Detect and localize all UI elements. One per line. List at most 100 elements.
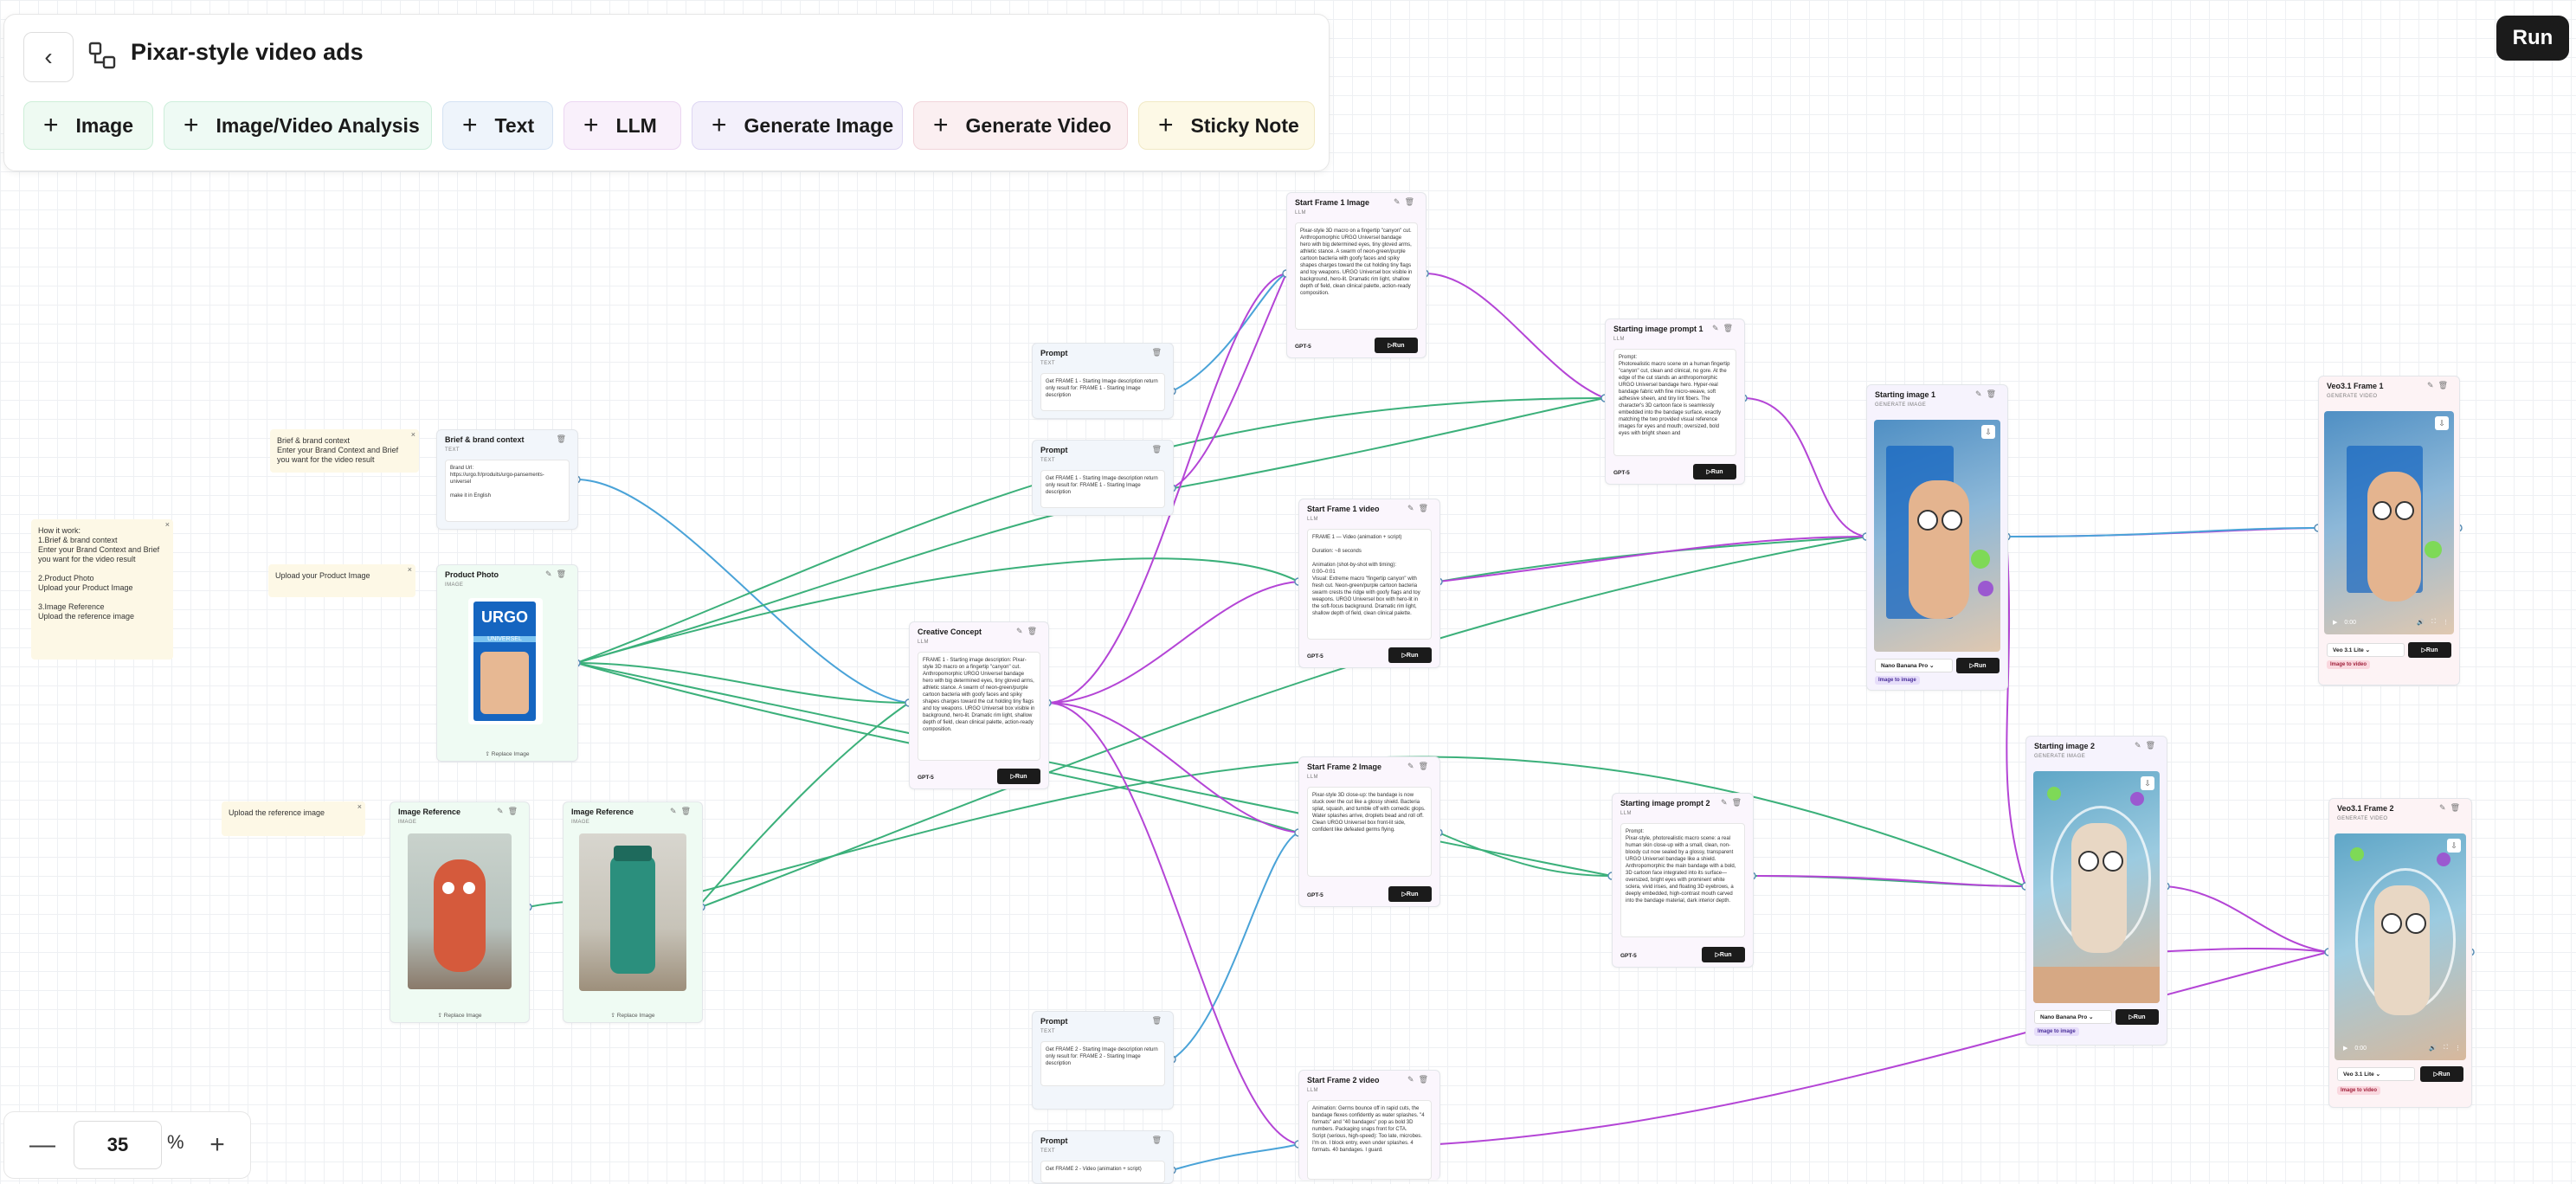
- image-reference-node[interactable]: Image Reference IMAGE ✎🗑 ⇪ Replace Image: [390, 801, 530, 1023]
- node-run-button[interactable]: ▷ Run: [997, 769, 1040, 784]
- video-controls[interactable]: ▶0:00🔊⛶⋮: [2329, 615, 2449, 629]
- node-body[interactable]: Prompt: Photorealistic macro scene on a …: [1613, 349, 1736, 456]
- volume-icon[interactable]: 🔊: [2429, 1046, 2438, 1052]
- veo-frame-2-node[interactable]: Veo3.1 Frame 2 GENERATE VIDEO ✎🗑 ⇩ ▶0:00…: [2328, 798, 2472, 1108]
- node-run-button[interactable]: ▷ Run: [2420, 1066, 2463, 1082]
- product-photo-node[interactable]: Product Photo IMAGE ✎🗑 URGO UNIVERSEL ⇪ …: [436, 564, 578, 762]
- close-icon[interactable]: ×: [164, 520, 170, 529]
- back-button[interactable]: ‹: [23, 32, 74, 82]
- prompt-node[interactable]: Prompt TEXT 🗑 Get FRAME 1 - Starting Ima…: [1032, 343, 1174, 419]
- image-reference-node[interactable]: Image Reference IMAGE ✎🗑 ⇪ Replace Image: [563, 801, 703, 1023]
- node-body[interactable]: Pixar-style 3D macro on a fingertip "can…: [1295, 222, 1418, 330]
- start-frame-2-image-node[interactable]: Start Frame 2 Image LLM ✎🗑 Pixar-style 3…: [1298, 756, 1440, 907]
- edit-delete-icons[interactable]: ✎🗑: [2439, 803, 2464, 812]
- add-generate-video-chip[interactable]: +Generate Video: [913, 101, 1128, 150]
- node-body[interactable]: Animation: Germs bounce off in rapid cut…: [1307, 1100, 1432, 1180]
- save-icon[interactable]: ⇩: [2447, 839, 2461, 853]
- edit-delete-icons[interactable]: ✎🗑: [1394, 197, 1419, 206]
- add-text-chip[interactable]: +Text: [442, 101, 553, 150]
- edit-delete-icons[interactable]: ✎🗑: [1712, 324, 1737, 332]
- fullscreen-icon[interactable]: ⛶: [2444, 1045, 2448, 1051]
- node-body[interactable]: Brand Url: https://urgo.fr/produits/urgo…: [445, 460, 570, 522]
- model-select[interactable]: Veo 3.1 Lite ⌄: [2327, 643, 2405, 657]
- prompt-node[interactable]: Prompt TEXT 🗑 Get FRAME 2 - Starting Ima…: [1032, 1011, 1174, 1110]
- edit-delete-icons[interactable]: ✎🗑: [545, 569, 570, 578]
- node-run-button[interactable]: ▷ Run: [1956, 658, 2000, 673]
- product-note[interactable]: ×Upload your Product Image: [268, 564, 415, 597]
- starting-image-prompt-2-node[interactable]: Starting image prompt 2 LLM ✎🗑 Prompt: P…: [1612, 793, 1754, 968]
- trash-icon[interactable]: 🗑: [1151, 348, 1166, 357]
- download-icon[interactable]: ⇩: [2141, 776, 2154, 790]
- save-icon[interactable]: ⇩: [2435, 416, 2449, 430]
- start-frame-2-video-node[interactable]: Start Frame 2 video LLM ✎🗑 Animation: Ge…: [1298, 1070, 1440, 1180]
- add-llm-chip[interactable]: +LLM: [564, 101, 681, 150]
- node-run-button[interactable]: ▷ Run: [2116, 1009, 2159, 1025]
- node-body[interactable]: FRAME 1 — Video (animation + script) Dur…: [1307, 529, 1432, 640]
- replace-image-button[interactable]: ⇪ Replace Image: [485, 751, 530, 757]
- edit-delete-icons[interactable]: ✎🗑: [1721, 798, 1746, 807]
- run-workflow-button[interactable]: Run: [2496, 16, 2569, 61]
- prompt-node[interactable]: Prompt TEXT 🗑 Get FRAME 2 - Video (anima…: [1032, 1130, 1174, 1184]
- edit-delete-icons[interactable]: ✎🗑: [1407, 1075, 1433, 1084]
- node-run-button[interactable]: ▷ Run: [1388, 886, 1432, 902]
- play-icon[interactable]: ▶: [2343, 1046, 2348, 1052]
- zoom-in-button[interactable]: +: [209, 1130, 225, 1159]
- model-select[interactable]: Nano Banana Pro ⌄: [1875, 659, 1953, 672]
- node-body[interactable]: Get FRAME 2 - Video (animation + script): [1040, 1161, 1165, 1183]
- brief-note[interactable]: ×Brief & brand context Enter your Brand …: [270, 429, 419, 473]
- play-icon[interactable]: ▶: [2333, 620, 2338, 626]
- fullscreen-icon[interactable]: ⛶: [2431, 619, 2436, 625]
- node-run-button[interactable]: ▷ Run: [2408, 642, 2451, 658]
- node-run-button[interactable]: ▷ Run: [1693, 464, 1736, 479]
- starting-image-prompt-1-node[interactable]: Starting image prompt 1 LLM ✎🗑 Prompt: P…: [1605, 319, 1745, 485]
- node-body[interactable]: Get FRAME 1 - Starting Image description…: [1040, 373, 1165, 411]
- trash-icon[interactable]: 🗑: [1151, 445, 1166, 454]
- add-generate-image-chip[interactable]: +Generate Image: [692, 101, 903, 150]
- node-body[interactable]: Get FRAME 2 - Starting Image description…: [1040, 1041, 1165, 1086]
- edit-delete-icons[interactable]: ✎🗑: [1407, 762, 1433, 770]
- prompt-node[interactable]: Prompt TEXT 🗑 Get FRAME 1 - Starting Ima…: [1032, 440, 1174, 516]
- node-body[interactable]: Pixar-style 3D close-up: the bandage is …: [1307, 787, 1432, 877]
- zoom-out-button[interactable]: —: [29, 1130, 55, 1159]
- veo-frame-1-node[interactable]: Veo3.1 Frame 1 GENERATE VIDEO ✎🗑 ⇩ ▶0:00…: [2318, 376, 2460, 685]
- edit-delete-icons[interactable]: ✎🗑: [2135, 741, 2160, 750]
- brief-node[interactable]: Brief & brand context TEXT 🗑 Brand Url: …: [436, 429, 578, 530]
- close-icon[interactable]: ×: [357, 802, 362, 811]
- node-body[interactable]: Prompt: Pixar-style, photorealistic macr…: [1620, 823, 1745, 937]
- creative-concept-node[interactable]: Creative Concept LLM ✎🗑 FRAME 1 - Starti…: [909, 621, 1049, 789]
- video-controls[interactable]: ▶0:00🔊⛶⋮: [2340, 1041, 2461, 1055]
- how-it-works-note[interactable]: ×How it work: 1.Brief & brand context En…: [31, 519, 173, 660]
- download-icon[interactable]: ⇩: [1981, 425, 1995, 439]
- node-run-button[interactable]: ▷ Run: [1375, 338, 1418, 353]
- edit-delete-icons[interactable]: ✎🗑: [497, 807, 522, 815]
- trash-icon[interactable]: 🗑: [556, 434, 570, 443]
- trash-icon[interactable]: 🗑: [1151, 1136, 1166, 1144]
- edit-delete-icons[interactable]: ✎🗑: [1016, 627, 1041, 635]
- more-icon[interactable]: ⋮: [2455, 1046, 2461, 1052]
- replace-image-button[interactable]: ⇪ Replace Image: [610, 1013, 655, 1019]
- replace-image-button[interactable]: ⇪ Replace Image: [437, 1013, 482, 1019]
- edit-delete-icons[interactable]: ✎🗑: [2427, 381, 2452, 389]
- more-icon[interactable]: ⋮: [2443, 620, 2449, 626]
- starting-image-1-node[interactable]: Starting image 1 GENERATE IMAGE ✎🗑 ⇩ Nan…: [1866, 384, 2008, 691]
- node-body[interactable]: Get FRAME 1 - Starting Image description…: [1040, 470, 1165, 508]
- edit-delete-icons[interactable]: ✎🗑: [1975, 389, 2000, 398]
- close-icon[interactable]: ×: [410, 430, 415, 439]
- volume-icon[interactable]: 🔊: [2417, 620, 2425, 626]
- add-image-chip[interactable]: +Image: [23, 101, 153, 150]
- add-image-video-analysis-chip[interactable]: +Image/Video Analysis: [164, 101, 432, 150]
- edit-delete-icons[interactable]: ✎🗑: [1407, 504, 1433, 512]
- node-run-button[interactable]: ▷ Run: [1702, 947, 1745, 962]
- trash-icon[interactable]: 🗑: [1151, 1016, 1166, 1025]
- add-sticky-note-chip[interactable]: +Sticky Note: [1138, 101, 1315, 150]
- start-frame-1-video-node[interactable]: Start Frame 1 video LLM ✎🗑 FRAME 1 — Vid…: [1298, 499, 1440, 668]
- zoom-input[interactable]: 35: [74, 1121, 162, 1169]
- close-icon[interactable]: ×: [407, 565, 412, 574]
- starting-image-2-node[interactable]: Starting image 2 GENERATE IMAGE ✎🗑 ⇩ Nan…: [2025, 736, 2167, 1046]
- node-run-button[interactable]: ▷ Run: [1388, 647, 1432, 663]
- video-player[interactable]: ⇩ ▶0:00🔊⛶⋮: [2334, 833, 2466, 1060]
- start-frame-1-image-node[interactable]: Start Frame 1 Image LLM ✎🗑 Pixar-style 3…: [1286, 192, 1426, 358]
- video-player[interactable]: ⇩ ▶0:00🔊⛶⋮: [2324, 411, 2454, 634]
- reference-note[interactable]: ×Upload the reference image: [222, 801, 365, 836]
- edit-delete-icons[interactable]: ✎🗑: [670, 807, 695, 815]
